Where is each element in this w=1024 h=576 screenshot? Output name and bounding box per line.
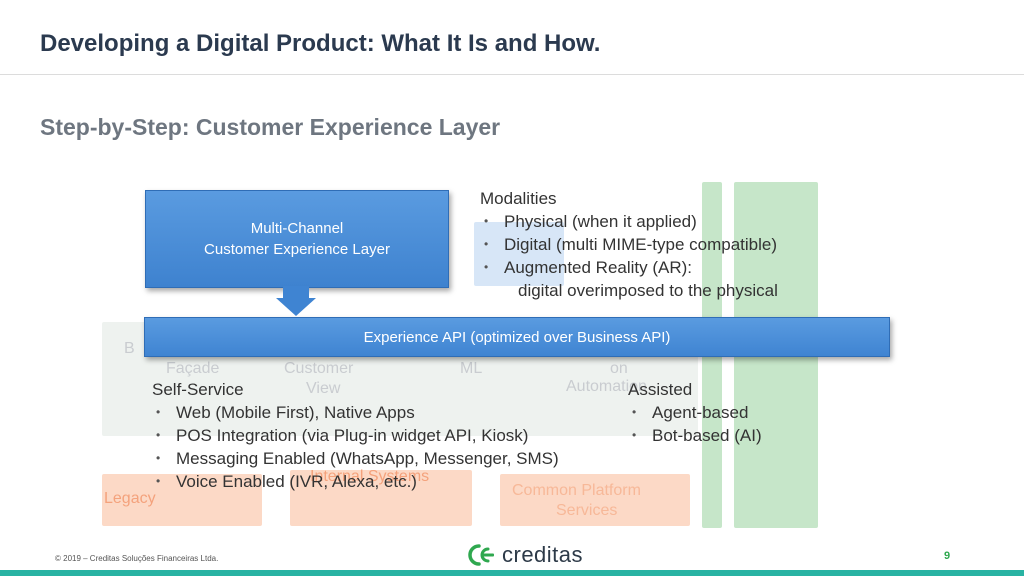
slide-title: Developing a Digital Product: What It Is… xyxy=(40,30,601,57)
slide-subtitle: Step-by-Step: Customer Experience Layer xyxy=(40,114,501,140)
assisted-list: Assisted Agent-based Bot-based (AI) xyxy=(628,378,828,447)
faded-b-label: B xyxy=(124,340,135,357)
creditas-wordmark: creditas xyxy=(502,542,584,567)
assisted-heading: Assisted xyxy=(628,380,693,399)
experience-api-bar: Experience API (optimized over Business … xyxy=(144,317,890,357)
bottom-accent-bar xyxy=(0,570,1024,576)
faded-customer-label: Customer xyxy=(284,360,354,377)
modality-item: Digital (multi MIME-type compatible) xyxy=(480,233,900,256)
multichannel-line1: Multi-Channel xyxy=(250,220,344,237)
page-number: 9 xyxy=(944,550,951,562)
experience-api-label: Experience API (optimized over Business … xyxy=(363,328,671,346)
modalities-list: Modalities Physical (when it applied) Di… xyxy=(480,187,900,302)
title-divider xyxy=(0,74,1024,75)
modalities-heading: Modalities xyxy=(480,189,557,208)
faded-automation-label: Automation xyxy=(566,378,647,395)
faded-legacy-label: Legacy xyxy=(104,490,156,507)
assisted-item: Bot-based (AI) xyxy=(628,424,828,447)
creditas-logo: creditas xyxy=(466,542,583,568)
down-arrow-head-icon xyxy=(276,298,316,316)
faded-facade-label: Façade xyxy=(166,360,220,377)
faded-ml-label: ML xyxy=(460,360,483,377)
faded-view-label: View xyxy=(306,380,341,397)
faded-services-label: Services xyxy=(556,502,618,519)
self-service-item: Messaging Enabled (WhatsApp, Messenger, … xyxy=(152,447,606,470)
copyright-text: © 2019 – Creditas Soluções Financeiras L… xyxy=(55,554,219,563)
multichannel-line2: Customer Experience Layer xyxy=(204,241,390,258)
creditas-logo-icon xyxy=(468,544,494,566)
multichannel-layer-box: Multi-Channel Customer Experience Layer xyxy=(145,190,449,288)
self-service-item: Voice Enabled (IVR, Alexa, etc.) xyxy=(152,470,632,493)
self-service-item: Web (Mobile First), Native Apps xyxy=(152,401,632,424)
modality-ar-subtext: digital overimposed to the physical xyxy=(518,281,778,300)
down-arrow-icon xyxy=(283,286,309,300)
faded-on-label: on xyxy=(610,360,628,377)
assisted-item: Agent-based xyxy=(628,401,828,424)
self-service-heading: Self-Service xyxy=(152,380,244,399)
self-service-list: Self-Service Web (Mobile First), Native … xyxy=(152,378,632,493)
self-service-item: POS Integration (via Plug-in widget API,… xyxy=(152,424,632,447)
modality-item: Physical (when it applied) xyxy=(480,210,900,233)
modality-item: Augmented Reality (AR): xyxy=(480,256,900,279)
